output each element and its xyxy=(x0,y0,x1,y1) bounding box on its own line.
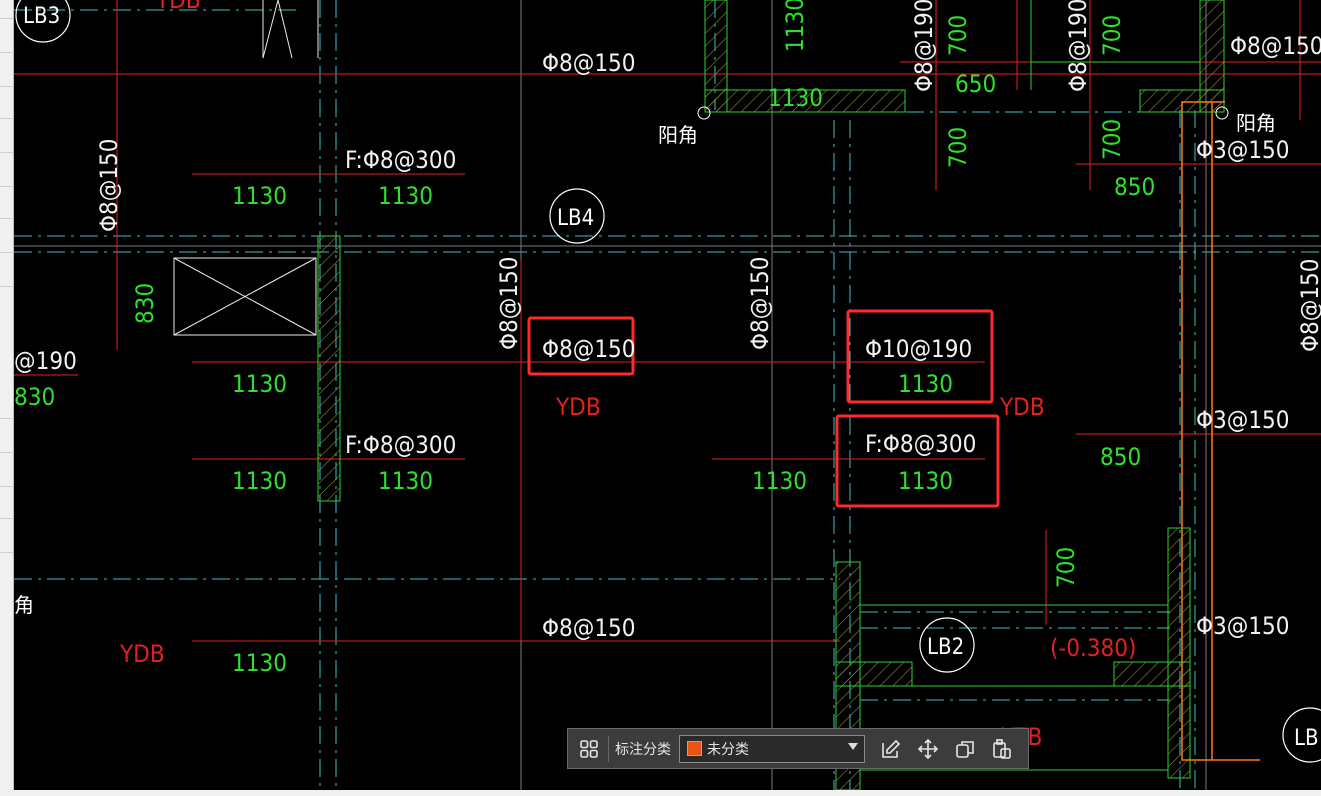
panel-tag: LB3 xyxy=(23,4,60,29)
rebar-label-vertical: Φ8@150 xyxy=(495,256,523,350)
zone-label: YDB xyxy=(555,393,601,421)
rebar-label-vertical: Φ8@150 xyxy=(746,256,774,350)
rebar-label: F:Φ8@300 xyxy=(345,431,456,459)
rebar-label-group: Φ8@150 F:Φ8@300 Φ8@150 F:Φ8@300 Φ10@190 … xyxy=(14,0,1321,642)
rebar-label: F:Φ8@300 xyxy=(865,430,976,458)
dimension-label: 1130 xyxy=(768,84,823,112)
rebar-label: F:Φ8@300 xyxy=(345,146,456,174)
category-label: 标注分类 xyxy=(615,741,671,758)
dimension-label: 850 xyxy=(1114,173,1155,201)
opening-symbol xyxy=(173,0,319,336)
dimension-label: 1130 xyxy=(232,467,287,495)
dimension-label: 1130 xyxy=(752,467,807,495)
panel-tag-circles xyxy=(15,0,1321,763)
rebar-label-vertical: Φ8@190 xyxy=(910,0,938,92)
dimension-label-vertical: 700 xyxy=(1098,119,1126,160)
zone-label: YDB xyxy=(999,393,1045,421)
dimension-label-group: 1130 1130 1130 1130 1130 1130 1130 1130 … xyxy=(14,0,1155,677)
dimension-label: 850 xyxy=(1100,443,1141,471)
panel-tag: LB4 xyxy=(557,206,594,231)
zone-label: YDB xyxy=(155,0,201,14)
dimension-label-vertical: 700 xyxy=(1052,547,1080,588)
edit-icon[interactable] xyxy=(875,734,907,764)
dimension-label: 1130 xyxy=(232,370,287,398)
dimension-label-vertical: 830 xyxy=(131,283,159,324)
highlight-boxes xyxy=(527,309,1000,508)
elevation-label: (-0.380) xyxy=(1050,634,1136,662)
corner-note-group: 阳角 阳角 角 xyxy=(14,111,1276,617)
category-select[interactable]: 未分类 xyxy=(679,734,865,763)
move-icon[interactable] xyxy=(912,734,944,764)
category-color-swatch xyxy=(687,741,702,756)
dimension-label-vertical: 700 xyxy=(944,15,972,56)
rebar-label: Φ10@190 xyxy=(865,335,972,363)
paste-icon[interactable] xyxy=(986,734,1018,764)
dimension-label-vertical: 700 xyxy=(1098,15,1126,56)
dimension-label-vertical: 1130 xyxy=(781,0,809,52)
left-side-panel xyxy=(0,0,14,790)
dimension-label: 1130 xyxy=(378,467,433,495)
rebar-label: Φ3@150 xyxy=(1196,136,1290,164)
zone-label: YDB xyxy=(119,640,165,668)
rebar-label: Φ8@150 xyxy=(542,335,636,363)
panel-tag-group: LB3 LB4 LB2 LB xyxy=(23,4,1319,751)
dimension-label: 1130 xyxy=(898,467,953,495)
panel-tag: LB xyxy=(1294,726,1319,751)
dimension-label-vertical: 700 xyxy=(944,127,972,168)
rebar-label: Φ3@150 xyxy=(1196,612,1290,640)
toolbar-separator xyxy=(608,735,609,762)
corner-markers xyxy=(697,106,1229,120)
dimension-label: 1130 xyxy=(232,182,287,210)
corner-note: 阳角 xyxy=(658,123,698,147)
rebar-label: Φ8@150 xyxy=(542,614,636,642)
rebar-label: Φ8@150 xyxy=(542,49,636,77)
green-outlines xyxy=(860,0,1200,771)
rebar-label-vertical: Φ8@150 xyxy=(1296,258,1321,352)
rebar-label-vertical: Φ8@190 xyxy=(1064,0,1092,92)
annotation-toolbar: 标注分类 未分类 xyxy=(567,728,1029,769)
corner-note: 阳角 xyxy=(1236,111,1276,135)
red-rebar-lines xyxy=(14,0,1321,642)
dimension-label: 830 xyxy=(14,383,55,411)
rebar-label-vertical: Φ8@150 xyxy=(95,138,123,232)
grid-icon[interactable] xyxy=(574,734,604,764)
dimension-label: 1130 xyxy=(378,182,433,210)
rebar-label: Φ8@150 xyxy=(1230,32,1321,60)
hatched-walls xyxy=(317,0,1225,790)
rebar-label: Φ3@150 xyxy=(1196,406,1290,434)
dimension-label: 650 xyxy=(955,70,996,98)
panel-tag: LB2 xyxy=(927,635,964,660)
status-strip xyxy=(0,790,1321,796)
chevron-down-icon xyxy=(848,742,858,750)
rebar-label-partial: @190 xyxy=(14,347,77,375)
category-select-value: 未分类 xyxy=(707,741,749,758)
dimension-label: 1130 xyxy=(898,370,953,398)
corner-note-partial: 角 xyxy=(14,593,34,617)
zone-label-group: YDB YDB YDB YDB (-0.380) XTB xyxy=(119,0,1136,751)
copy-icon[interactable] xyxy=(949,734,981,764)
dimension-label: 1130 xyxy=(232,649,287,677)
